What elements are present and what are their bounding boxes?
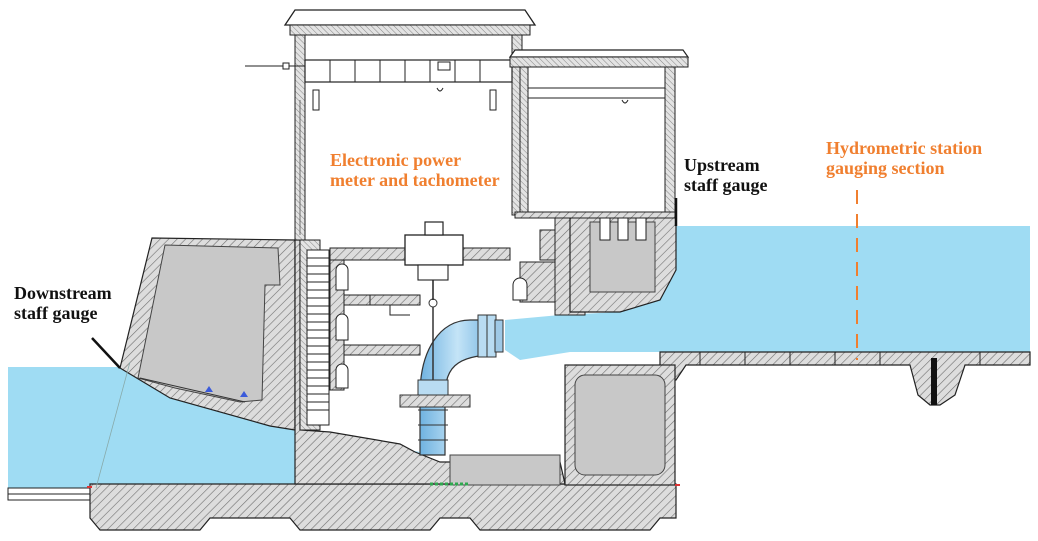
downstream-gauge-label-line-1: Downstream bbox=[14, 283, 112, 303]
power-meter-label-line-2: meter and tachometer bbox=[330, 170, 500, 190]
staircase bbox=[306, 249, 330, 426]
upstream-gauge-label: Upstream staff gauge bbox=[684, 155, 768, 195]
upstream-gauge-label-line-1: Upstream bbox=[684, 155, 760, 175]
power-meter-label: Electronic power meter and tachometer bbox=[330, 150, 500, 190]
powerhouse-substructure bbox=[294, 214, 676, 486]
upstream-water bbox=[505, 226, 1030, 360]
downstream-gauge-label: Downstream staff gauge bbox=[14, 283, 112, 323]
downstream-staff-gauge bbox=[91, 337, 121, 369]
generator-unit bbox=[404, 221, 464, 300]
hydrometric-station-label-line-1: Hydrometric station bbox=[826, 138, 983, 158]
approach-channel-floor bbox=[659, 351, 1031, 406]
hydrometric-station-label: Hydrometric station gauging section bbox=[826, 138, 982, 178]
power-meter-label-line-1: Electronic power bbox=[330, 150, 462, 170]
hydrometric-station-label-line-2: gauging section bbox=[826, 158, 945, 178]
downstream-wall bbox=[95, 237, 296, 489]
upstream-gauge-label-line-2: staff gauge bbox=[684, 175, 768, 195]
tailrace-floor bbox=[7, 483, 677, 531]
downstream-gauge-label-line-2: staff gauge bbox=[14, 303, 98, 323]
annex-building bbox=[508, 49, 690, 219]
main-hall-building bbox=[245, 9, 537, 241]
intake-structure bbox=[569, 214, 677, 313]
turbine-pipe bbox=[399, 298, 504, 456]
